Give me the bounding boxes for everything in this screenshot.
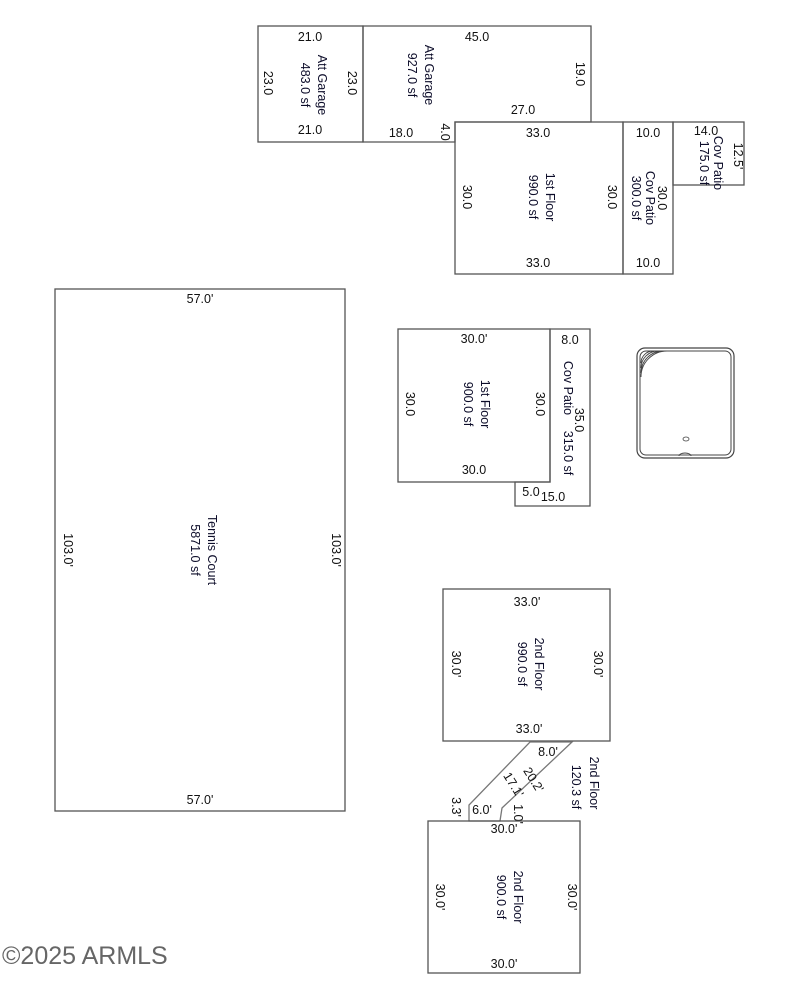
room-cov-patio-175: 14.0 12.5' Cov Patio 175.0 sf [672,121,745,190]
dim-bottom: 33.0' [516,722,543,736]
dim-left: 30.0 [403,392,417,416]
room-2nd-floor-900: 30.0' 30.0' 30.0' 30.0' 2nd Floor 900.0 … [427,820,581,974]
dim-bottom: 18.0 [389,126,413,140]
room-name: 2nd Floor [587,757,601,810]
dim-bottom: 15.0 [541,490,565,504]
room-tennis-court: 57.0' 57.0' 103.0' 103.0' Tennis Court 5… [54,288,346,812]
dim-top: 33.0' [514,595,541,609]
room-cov-patio-315: 8.0 35.0 Cov Patio 315.0 sf 15.0 5.0 [514,328,591,507]
room-name: 2nd Floor [532,638,546,691]
dim-top: 30.0' [491,822,518,836]
dim-bottom: 30.0 [462,463,486,477]
room-att-garage-483: 21.0 21.0 23.0 23.0 Att Garage 483.0 sf [257,25,364,143]
dim-top: 14.0 [694,124,718,138]
dim-side: 35.0 [572,408,586,432]
dim-right: 30.0 [605,185,619,209]
copyright-watermark: ©2025 ARMLS [2,942,168,970]
dim-left: 30.0' [433,884,447,911]
dim-right: 1.0' [511,804,525,824]
dim-top: 33.0 [526,126,550,140]
dim-side: 12.5' [731,143,745,170]
room-area: 927.0 sf [405,53,419,98]
room-att-garage-927: 45.0 19.0 27.0 18.0 4.0 Att Garage 927.0… [362,25,592,143]
dim-right: 23.0 [345,71,359,95]
room-area: 315.0 sf [561,431,575,476]
dim-inner: 27.0 [511,103,535,117]
dim-top: 30.0' [461,332,488,346]
dim-right: 30.0' [591,651,605,678]
room-area: 175.0 sf [697,141,711,186]
pool-icon [636,347,735,459]
dim-left: 23.0 [261,71,275,95]
room-area: 900.0 sf [461,382,475,427]
room-area: 5871.0 sf [188,524,202,576]
dim-top: 57.0' [187,292,214,306]
room-area: 990.0 sf [515,642,529,687]
dim-top: 21.0 [298,30,322,44]
dim-step: 4.0 [438,123,452,140]
dim-right: 30.0' [565,884,579,911]
room-2nd-floor-bridge: 8.0' 20.2' 17.1' 6.0' 3.3' 1.0' 2nd Floo… [449,741,601,824]
dim-side: 30.0 [655,186,669,210]
dim-left: 3.3' [449,797,463,817]
dim-left: 30.0 [460,185,474,209]
room-name: 1st Floor [543,173,557,222]
room-1st-floor-900: 30.0' 30.0 30.0 30.0 1st Floor 900.0 sf [397,328,551,483]
dim-top: 45.0 [465,30,489,44]
room-area: 900.0 sf [494,875,508,920]
room-name: Att Garage [422,45,436,105]
dim-right: 19.0 [573,62,587,86]
room-name: 1st Floor [478,380,492,429]
room-2nd-floor-990: 33.0' 33.0' 30.0' 30.0' 2nd Floor 990.0 … [442,588,611,742]
room-cov-patio-300: 10.0 10.0 30.0 Cov Patio 300.0 sf [622,121,674,275]
dim-right: 103.0' [329,533,343,567]
room-name: Att Garage [315,55,329,115]
room-1st-floor-990: 33.0 33.0 30.0 30.0 1st Floor 990.0 sf [454,121,624,275]
room-name: Tennis Court [205,515,219,586]
room-area: 120.3 sf [569,765,583,810]
room-name: 2nd Floor [511,871,525,924]
dim-bottom: 21.0 [298,123,322,137]
room-name: Cov Patio [643,171,657,225]
dim-bottom: 57.0' [187,793,214,807]
dim-bottom: 30.0' [491,957,518,971]
dim-right: 30.0 [533,392,547,416]
dim-top: 8.0 [561,333,578,347]
room-area: 483.0 sf [298,63,312,108]
room-area: 300.0 sf [629,176,643,221]
room-area: 990.0 sf [526,175,540,220]
room-name: Cov Patio [711,136,725,190]
dim-left: 103.0' [61,533,75,567]
dim-top: 8.0' [538,745,558,759]
dim-left: 30.0' [449,651,463,678]
dim-bottom: 10.0 [636,256,660,270]
dim-top: 10.0 [636,126,660,140]
room-name: Cov Patio [561,361,575,415]
dim-bottom: 6.0' [472,803,492,817]
dim-bottom: 33.0 [526,256,550,270]
dim-step: 5.0 [522,485,539,499]
